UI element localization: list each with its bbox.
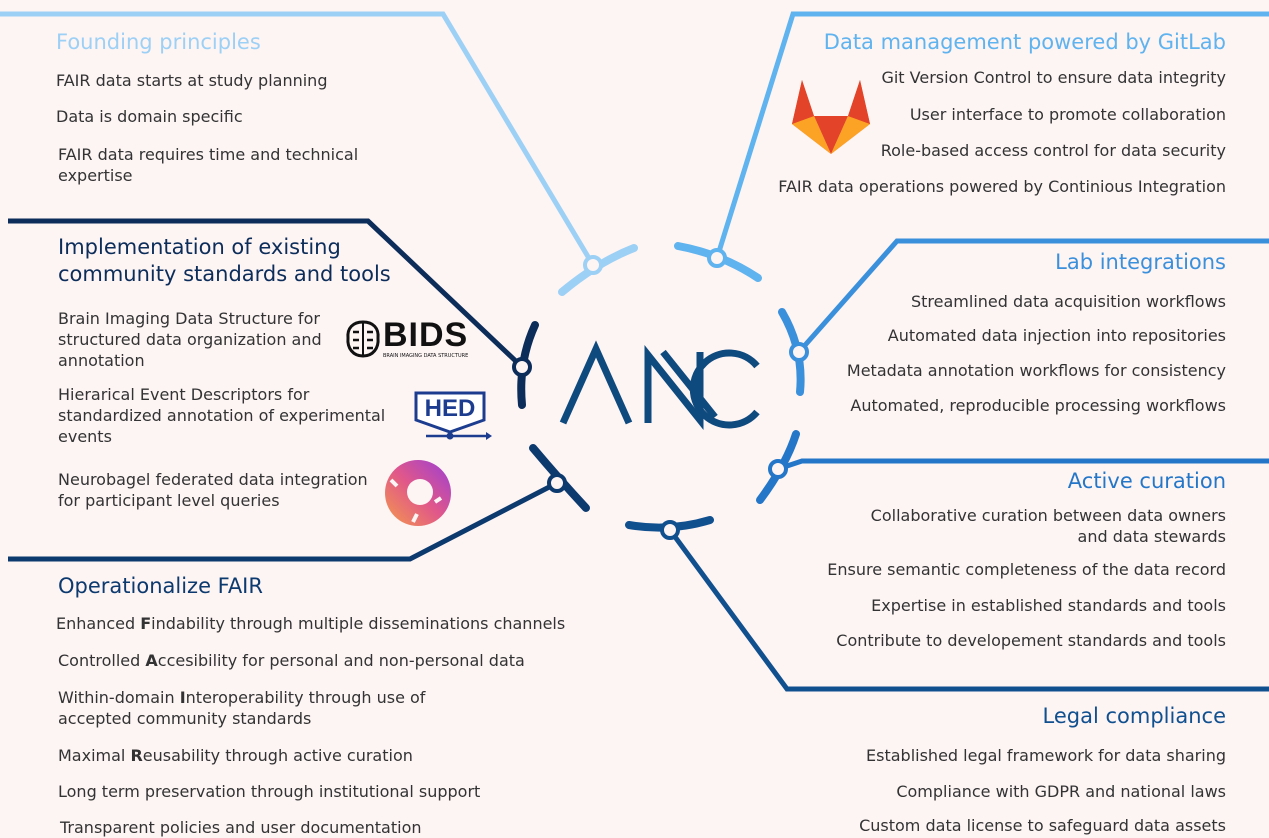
gitlab-item: Git Version Control to ensure data integ… xyxy=(881,68,1226,87)
operationalize-connector xyxy=(8,444,590,562)
bids-wordmark: BIDS xyxy=(383,316,469,354)
curation-connector xyxy=(756,430,1269,504)
curation-item: Ensure semantic completeness of the data… xyxy=(827,560,1226,579)
operationalize-item: Long term preservation through instituti… xyxy=(58,782,481,801)
gitlab-title: Data management powered by GitLab xyxy=(823,30,1226,54)
operationalize-item: Within-domain Interoperability through u… xyxy=(58,688,426,728)
gitlab-item: User interface to promote collaboration xyxy=(909,105,1226,124)
hed-shield-icon xyxy=(414,391,492,440)
lab-item: Metadata annotation workflows for consis… xyxy=(846,361,1226,380)
curation-item: Collaborative curation between data owne… xyxy=(870,506,1226,546)
brain-icon xyxy=(346,320,380,358)
founding-item: FAIR data requires time and technical ex… xyxy=(58,145,359,185)
curation-item: Contribute to developement standards and… xyxy=(836,631,1226,650)
gitlab-item: Role-based access control for data secur… xyxy=(880,141,1226,160)
anc-logo xyxy=(559,340,760,430)
curation-item: Expertise in established standards and t… xyxy=(871,596,1226,615)
operationalize-item: Maximal Reusability through active curat… xyxy=(58,746,413,765)
lab-title: Lab integrations xyxy=(1055,250,1226,274)
gitlab-item: FAIR data operations powered by Continio… xyxy=(778,177,1226,196)
lab-item: Automated, reproducible processing workf… xyxy=(850,396,1226,415)
legal-item: Established legal framework for data sha… xyxy=(866,746,1226,765)
hed-logo: HED xyxy=(412,390,492,444)
curation-title: Active curation xyxy=(1067,469,1226,493)
neurobagel-logo xyxy=(383,458,453,528)
lab-item: Automated data injection into repositori… xyxy=(887,326,1226,345)
founding-item: FAIR data starts at study planning xyxy=(56,71,328,90)
operationalize-item: Enhanced Findability through multiple di… xyxy=(56,614,566,633)
founding-title: Founding principles xyxy=(56,30,261,54)
implementation-item: Brain Imaging Data Structure for structu… xyxy=(58,309,322,370)
implementation-title: Implementation of existing community sta… xyxy=(58,235,391,286)
operationalize-item: Transparent policies and user documentat… xyxy=(60,818,422,837)
lab-item: Streamlined data acquisition workflows xyxy=(911,292,1226,311)
bids-subtitle: BRAIN IMAGING DATA STRUCTURE xyxy=(383,353,469,359)
operationalize-item: Controlled Accesibility for personal and… xyxy=(58,651,525,670)
founding-connector xyxy=(0,11,638,296)
bids-logo: BIDS BRAIN IMAGING DATA STRUCTURE xyxy=(343,316,473,364)
legal-title: Legal compliance xyxy=(1042,704,1226,728)
implementation-item: Neurobagel federated data integration fo… xyxy=(58,470,368,510)
legal-connector xyxy=(625,516,1269,692)
implementation-connector xyxy=(8,218,539,409)
gitlab-connector xyxy=(674,11,1269,282)
implementation-item: Hierarical Event Descriptors for standar… xyxy=(58,385,386,446)
founding-item: Data is domain specific xyxy=(56,107,243,126)
legal-item: Custom data license to safeguard data as… xyxy=(859,816,1226,835)
operationalize-title: Operationalize FAIR xyxy=(58,574,263,598)
gitlab-logo xyxy=(788,76,874,156)
legal-item: Compliance with GDPR and national laws xyxy=(896,782,1226,801)
lab-connector xyxy=(778,238,1269,396)
hed-wordmark: HED xyxy=(424,395,476,422)
